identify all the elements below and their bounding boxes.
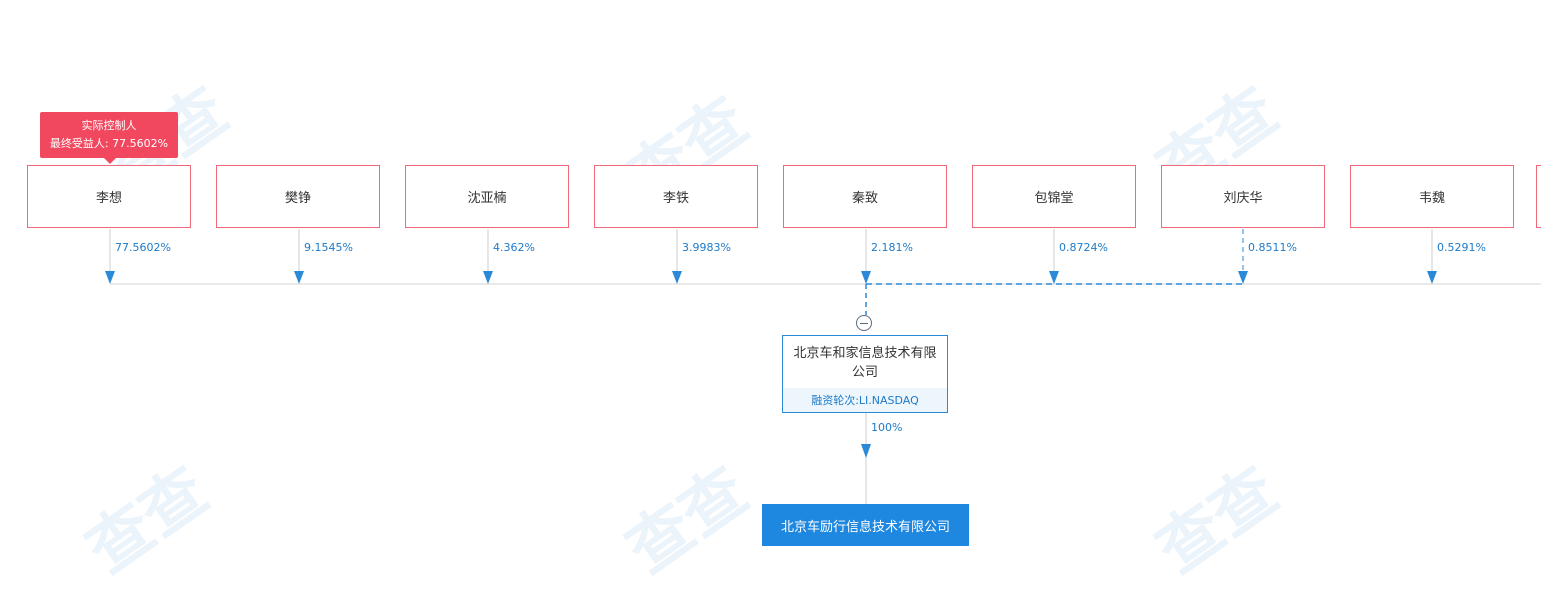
shareholder-name: 包锦堂 [1034, 191, 1074, 206]
arrow-down-icon [1427, 271, 1437, 284]
shareholder-node-partial[interactable] [1536, 165, 1541, 228]
tooltip-title: 实际控制人 [81, 119, 137, 132]
share-percent: 0.8511% [1248, 241, 1297, 254]
arrow-down-icon [861, 444, 871, 458]
shareholder-node[interactable]: 秦致 [783, 165, 947, 228]
share-percent: 4.362% [493, 241, 535, 254]
round-value: LI.NASDAQ [858, 393, 919, 407]
financing-round: 融资轮次: LI.NASDAQ [783, 388, 947, 412]
arrow-down-icon [105, 271, 115, 284]
shareholder-name: 李铁 [662, 191, 689, 206]
tooltip-arrow [104, 158, 116, 164]
shareholder-name: 李想 [95, 191, 122, 206]
shareholder-name: 刘庆华 [1223, 191, 1263, 206]
shareholder-node[interactable]: 李想 [27, 165, 191, 228]
shareholder-node[interactable]: 刘庆华 [1161, 165, 1325, 228]
arrow-heads [105, 271, 1437, 284]
shareholder-name: 樊铮 [284, 191, 311, 206]
share-percent: 0.5291% [1437, 241, 1486, 254]
share-percent: 77.5602% [115, 241, 171, 254]
parent-company-name: 北京车和家信息技术有限公司 [793, 346, 937, 380]
shareholder-node[interactable]: 包锦堂 [972, 165, 1136, 228]
shareholder-node[interactable]: 韦魏 [1350, 165, 1514, 228]
share-percent: 0.8724% [1059, 241, 1108, 254]
arrow-down-icon [1238, 271, 1248, 284]
target-company-node[interactable]: 北京车励行信息技术有限公司 [762, 504, 969, 546]
collapse-toggle-icon[interactable] [856, 315, 872, 331]
target-company-name: 北京车励行信息技术有限公司 [780, 519, 950, 535]
arrow-down-icon [672, 271, 682, 284]
share-percent: 9.1545% [304, 241, 353, 254]
parent-company-node[interactable]: 北京车和家信息技术有限公司 融资轮次: LI.NASDAQ [782, 335, 948, 413]
arrow-down-icon [1049, 271, 1059, 284]
tooltip-beneficiary: 最终受益人: 77.5602% [49, 137, 169, 150]
target-share-percent: 100% [871, 421, 903, 434]
controller-tooltip: 实际控制人 最终受益人: 77.5602% [40, 112, 178, 164]
arrow-down-icon [294, 271, 304, 284]
shareholder-node[interactable]: 李铁 [594, 165, 758, 228]
arrow-down-icon [483, 271, 493, 284]
arrow-down-icon [861, 271, 871, 284]
shareholder-connectors [109, 229, 1433, 272]
shareholder-name: 秦致 [851, 191, 878, 206]
equity-structure-diagram: 查查 查查 查查 查查 查查 查查 [27, 74, 1541, 588]
share-percent: 2.181% [871, 241, 913, 254]
share-percent: 3.9983% [682, 241, 731, 254]
shareholder-name: 沈亚楠 [467, 191, 507, 206]
shareholder-node[interactable]: 樊铮 [216, 165, 380, 228]
connector-lines [105, 229, 1541, 504]
shareholder-name: 韦魏 [1418, 191, 1445, 206]
round-label: 融资轮次: [811, 394, 859, 407]
shareholder-node[interactable]: 沈亚楠 [405, 165, 569, 228]
